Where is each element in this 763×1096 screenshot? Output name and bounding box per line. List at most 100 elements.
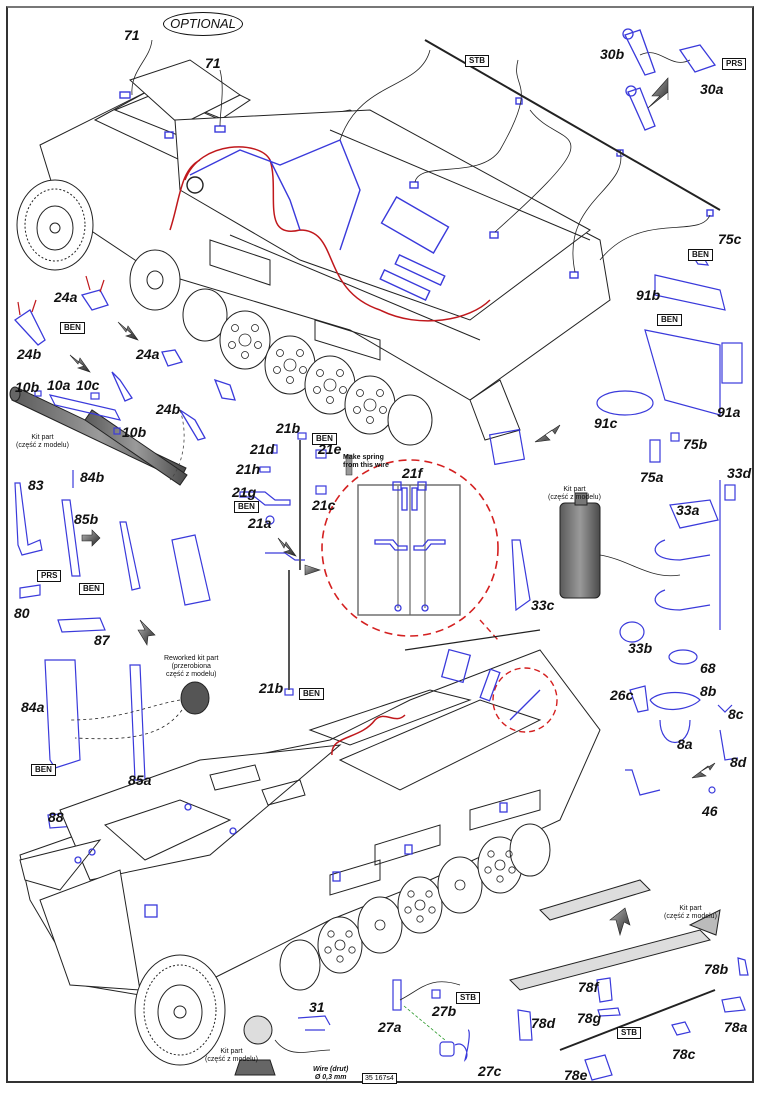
wire-routing-upper [184, 146, 491, 322]
direction-arrow-24b [69, 354, 91, 373]
part-label-75b: 75b [683, 436, 708, 452]
part-label-46: 46 [702, 803, 718, 819]
parts-78-mount [517, 957, 749, 1081]
part-label-75a: 75a [640, 469, 664, 485]
part-31-bracket [297, 1015, 331, 1031]
part-label-85a: 85a [128, 772, 152, 788]
part-84-arrow [81, 529, 156, 646]
part-label-71: 71 [205, 55, 221, 71]
part-label-24b: 24b [17, 346, 42, 362]
material-tag-ben: BEN [79, 583, 104, 595]
part-label-10b: 10b [15, 379, 40, 395]
part-label-84a: 84a [21, 699, 45, 715]
direction-arrow-8 [691, 762, 716, 779]
direction-arrow-24a [117, 321, 139, 341]
material-tag-ben: BEN [299, 688, 324, 700]
part-label-91a: 91a [717, 404, 741, 420]
part-label-27a: 27a [378, 1019, 402, 1035]
part-label-68: 68 [700, 660, 716, 676]
material-tag-stb: STB [617, 1027, 641, 1039]
detail-circle-lower [492, 667, 558, 733]
parts-33-mount [511, 480, 736, 665]
parts-24 [14, 289, 236, 441]
reworked-kit-knob [180, 681, 210, 715]
part-label-78g: 78g [577, 1010, 602, 1026]
detail-circle-21f [321, 459, 499, 637]
part-label-21e: 21e [318, 441, 342, 457]
material-tag-ben: BEN [657, 314, 682, 326]
part-label-10b: 10b [122, 424, 147, 440]
direction-arrow-21f [304, 564, 321, 576]
part-label-30a: 30a [700, 81, 724, 97]
part-label-24a: 24a [136, 346, 160, 362]
part-label-21b: 21b [276, 420, 301, 436]
material-tag-prs: PRS [37, 570, 62, 582]
part-label-21c: 21c [312, 497, 336, 513]
leader-lines-upper [131, 39, 711, 273]
parts-8-26 [625, 685, 739, 796]
material-tag-stb: STB [465, 55, 489, 67]
part-10-bracket [34, 390, 122, 435]
note-kit-part: Kit part (część z modelu) [664, 905, 717, 921]
parts-27-lock [392, 979, 470, 1062]
part-label-31: 31 [309, 999, 325, 1015]
part-label-8a: 8a [677, 736, 693, 752]
part-label-21d: 21d [250, 441, 275, 457]
part-label-78c: 78c [672, 1046, 696, 1062]
part-label-8b: 8b [700, 683, 717, 699]
part-label-10a: 10a [47, 377, 71, 393]
part-label-33a: 33a [676, 502, 700, 518]
optional-note: OPTIONAL [163, 12, 243, 36]
material-tag-ben: BEN [31, 764, 56, 776]
kit-part-machine-gun [509, 879, 721, 991]
part-label-71: 71 [124, 27, 140, 43]
part-label-8c: 8c [728, 706, 744, 722]
part-label-75c: 75c [718, 231, 742, 247]
part-label-21g: 21g [232, 484, 257, 500]
part-label-78e: 78e [564, 1067, 588, 1083]
part-label-30b: 30b [600, 46, 625, 62]
sheet-code: 35 167s4 [362, 1073, 397, 1084]
direction-arrow-30 [647, 77, 669, 109]
kit-part-headlight [234, 1015, 276, 1076]
part-label-87: 87 [94, 632, 110, 648]
part-label-84b: 84b [80, 469, 105, 485]
part-label-78f: 78f [578, 979, 599, 995]
part-30-bracket [622, 28, 717, 131]
note-kit-part: Kit part (część z modelu) [205, 1048, 258, 1064]
part-label-83: 83 [28, 477, 44, 493]
stb-rod-top [424, 39, 721, 211]
part-label-8d: 8d [730, 754, 747, 770]
part-label-91c: 91c [594, 415, 618, 431]
part-label-21b: 21b [259, 680, 284, 696]
part-label-88: 88 [48, 809, 64, 825]
direction-arrow-21 [277, 537, 297, 557]
note-kit-part: Kit part (część z modelu) [548, 486, 601, 502]
part-label-24a: 24a [54, 289, 78, 305]
material-tag-ben: BEN [60, 322, 85, 334]
direction-arrow-battery [534, 424, 561, 443]
upper-interior-parts [119, 91, 714, 302]
material-tag-stb: STB [456, 992, 480, 1004]
note-make-spring: Make spring from this wire [343, 454, 389, 470]
detail-21f-pedals [357, 481, 461, 616]
part-label-27b: 27b [432, 1003, 457, 1019]
part-label-78a: 78a [724, 1019, 748, 1035]
part-label-21h: 21h [236, 461, 261, 477]
material-tag-prs: PRS [722, 58, 747, 70]
part-label-33d: 33d [727, 465, 752, 481]
material-tag-ben: BEN [688, 249, 713, 261]
direction-arrow-mg [609, 907, 631, 937]
spring-wire-icon [345, 454, 353, 476]
part-label-26c: 26c [610, 687, 634, 703]
part-label-78d: 78d [531, 1015, 556, 1031]
kit-part-cylinder [559, 492, 601, 599]
material-tag-ben: BEN [312, 433, 337, 445]
part-label-27c: 27c [478, 1063, 502, 1079]
upper-halftrack-hull [16, 59, 611, 446]
part-label-85b: 85b [74, 511, 99, 527]
part-label-21a: 21a [248, 515, 272, 531]
material-tag-ben: BEN [234, 501, 259, 513]
part-label-91b: 91b [636, 287, 661, 303]
